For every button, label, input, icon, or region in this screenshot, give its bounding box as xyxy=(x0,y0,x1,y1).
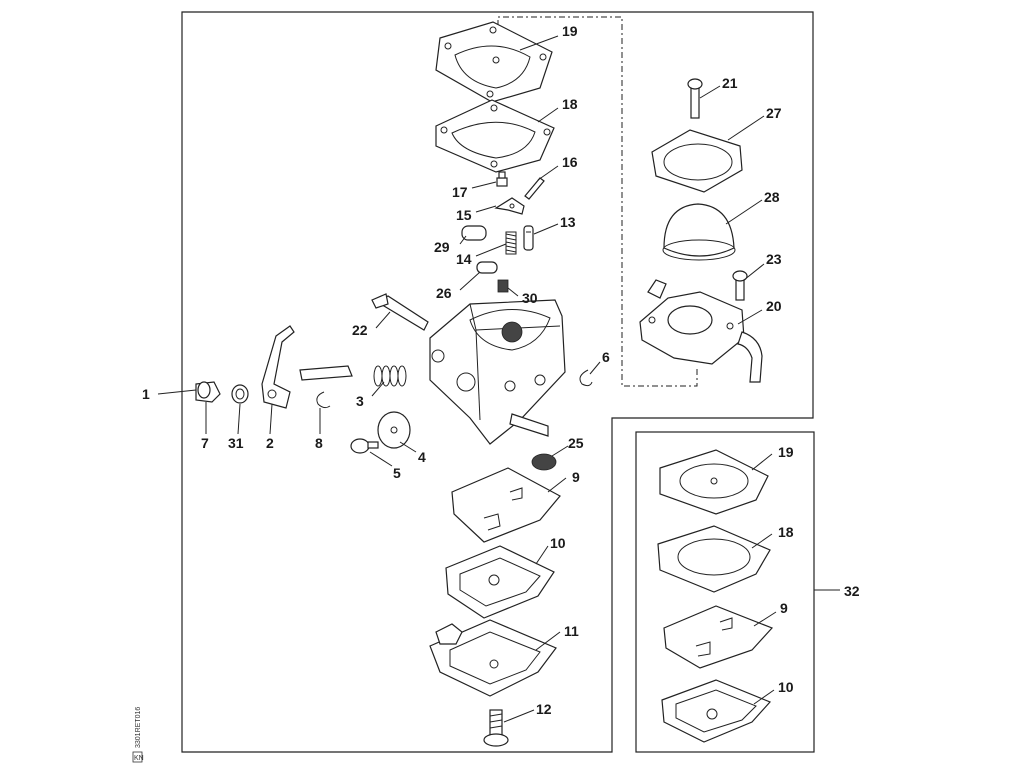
part-label: 9 xyxy=(780,600,788,616)
kit-gasket-9[interactable] xyxy=(663,605,774,669)
part-label: 26 xyxy=(436,285,452,301)
part-label: 4 xyxy=(418,449,426,465)
screw-5[interactable] xyxy=(350,438,379,454)
part-label: 27 xyxy=(766,105,782,121)
part-label: 6 xyxy=(602,349,610,365)
kit-diaphragm-19[interactable] xyxy=(659,449,769,515)
part-label: 2 xyxy=(266,435,274,451)
washer-31[interactable] xyxy=(231,384,249,404)
part-label: 10 xyxy=(550,535,566,551)
main-assembly-frame xyxy=(181,11,814,753)
part-label: 15 xyxy=(456,207,472,223)
part-label: 31 xyxy=(228,435,244,451)
code-box xyxy=(132,751,143,763)
part-label: 18 xyxy=(778,524,794,540)
part-label: 21 xyxy=(722,75,738,91)
carburetor-body[interactable] xyxy=(429,299,566,445)
part-label: 18 xyxy=(562,96,578,112)
part-labels: 1 32 19 18 16 17 15 13 29 14 26 30 22 21… xyxy=(142,23,860,717)
part-label: 12 xyxy=(536,701,552,717)
part-label: 25 xyxy=(568,435,584,451)
part-label: 8 xyxy=(315,435,323,451)
part-label: 23 xyxy=(766,251,782,267)
part-label: 19 xyxy=(778,444,794,460)
lever-15[interactable] xyxy=(494,197,525,215)
part-label: 7 xyxy=(201,435,209,451)
part-label: 10 xyxy=(778,679,794,695)
part-label: 16 xyxy=(562,154,578,170)
part-label: 11 xyxy=(564,623,579,639)
clip-6[interactable] xyxy=(579,369,593,387)
part-label: 13 xyxy=(560,214,576,230)
drawing-code-text: 3301RET016 xyxy=(135,707,142,748)
shaft-22[interactable] xyxy=(371,293,429,331)
kit-gasket-18[interactable] xyxy=(657,525,771,593)
main-assembly-label: 1 xyxy=(142,386,150,402)
kit-frame xyxy=(635,431,815,753)
code-box-text: KN xyxy=(134,755,144,762)
plug-26[interactable] xyxy=(476,261,498,274)
part-label: 29 xyxy=(434,239,450,255)
screw-23[interactable] xyxy=(732,270,748,301)
part-label: 20 xyxy=(766,298,782,314)
part-label: 5 xyxy=(393,465,401,481)
kit-label: 32 xyxy=(844,583,860,599)
diaphragm-19[interactable] xyxy=(435,21,553,103)
throttle-lever-2[interactable] xyxy=(261,325,353,409)
metering-cover-11[interactable] xyxy=(429,619,557,697)
part-label: 22 xyxy=(352,322,368,338)
part-label: 14 xyxy=(456,251,472,267)
part-label: 30 xyxy=(522,290,538,306)
clip-8[interactable] xyxy=(316,391,331,409)
dash-dot-connector xyxy=(497,16,698,387)
pin-16[interactable] xyxy=(524,177,545,200)
screw-21[interactable] xyxy=(687,78,703,119)
part-label: 28 xyxy=(764,189,780,205)
drawing-code: 3301RET016 KN xyxy=(132,707,144,763)
gasket-27[interactable] xyxy=(651,129,743,193)
part-label: 9 xyxy=(572,469,580,485)
pump-cover-20[interactable] xyxy=(639,279,763,383)
leader-lines xyxy=(157,35,840,723)
gasket-9[interactable] xyxy=(451,467,561,543)
part-label: 3 xyxy=(356,393,364,409)
part-label: 19 xyxy=(562,23,578,39)
spring-14[interactable] xyxy=(505,231,517,255)
screw-12[interactable] xyxy=(483,709,509,747)
screw-17[interactable] xyxy=(496,171,508,187)
bushing-7[interactable] xyxy=(195,381,221,403)
cap-29[interactable] xyxy=(461,225,487,241)
needle-valve-13[interactable] xyxy=(523,225,534,251)
screen-30[interactable] xyxy=(497,279,509,293)
gasket-18[interactable] xyxy=(435,99,555,173)
primer-bulb-28[interactable] xyxy=(662,203,736,261)
screen-25[interactable] xyxy=(531,453,557,471)
spring-3[interactable] xyxy=(373,365,407,387)
kit-gasket-10[interactable] xyxy=(661,679,772,743)
disc-4[interactable] xyxy=(377,411,411,449)
part-label: 17 xyxy=(452,184,468,200)
gasket-10[interactable] xyxy=(445,545,555,619)
